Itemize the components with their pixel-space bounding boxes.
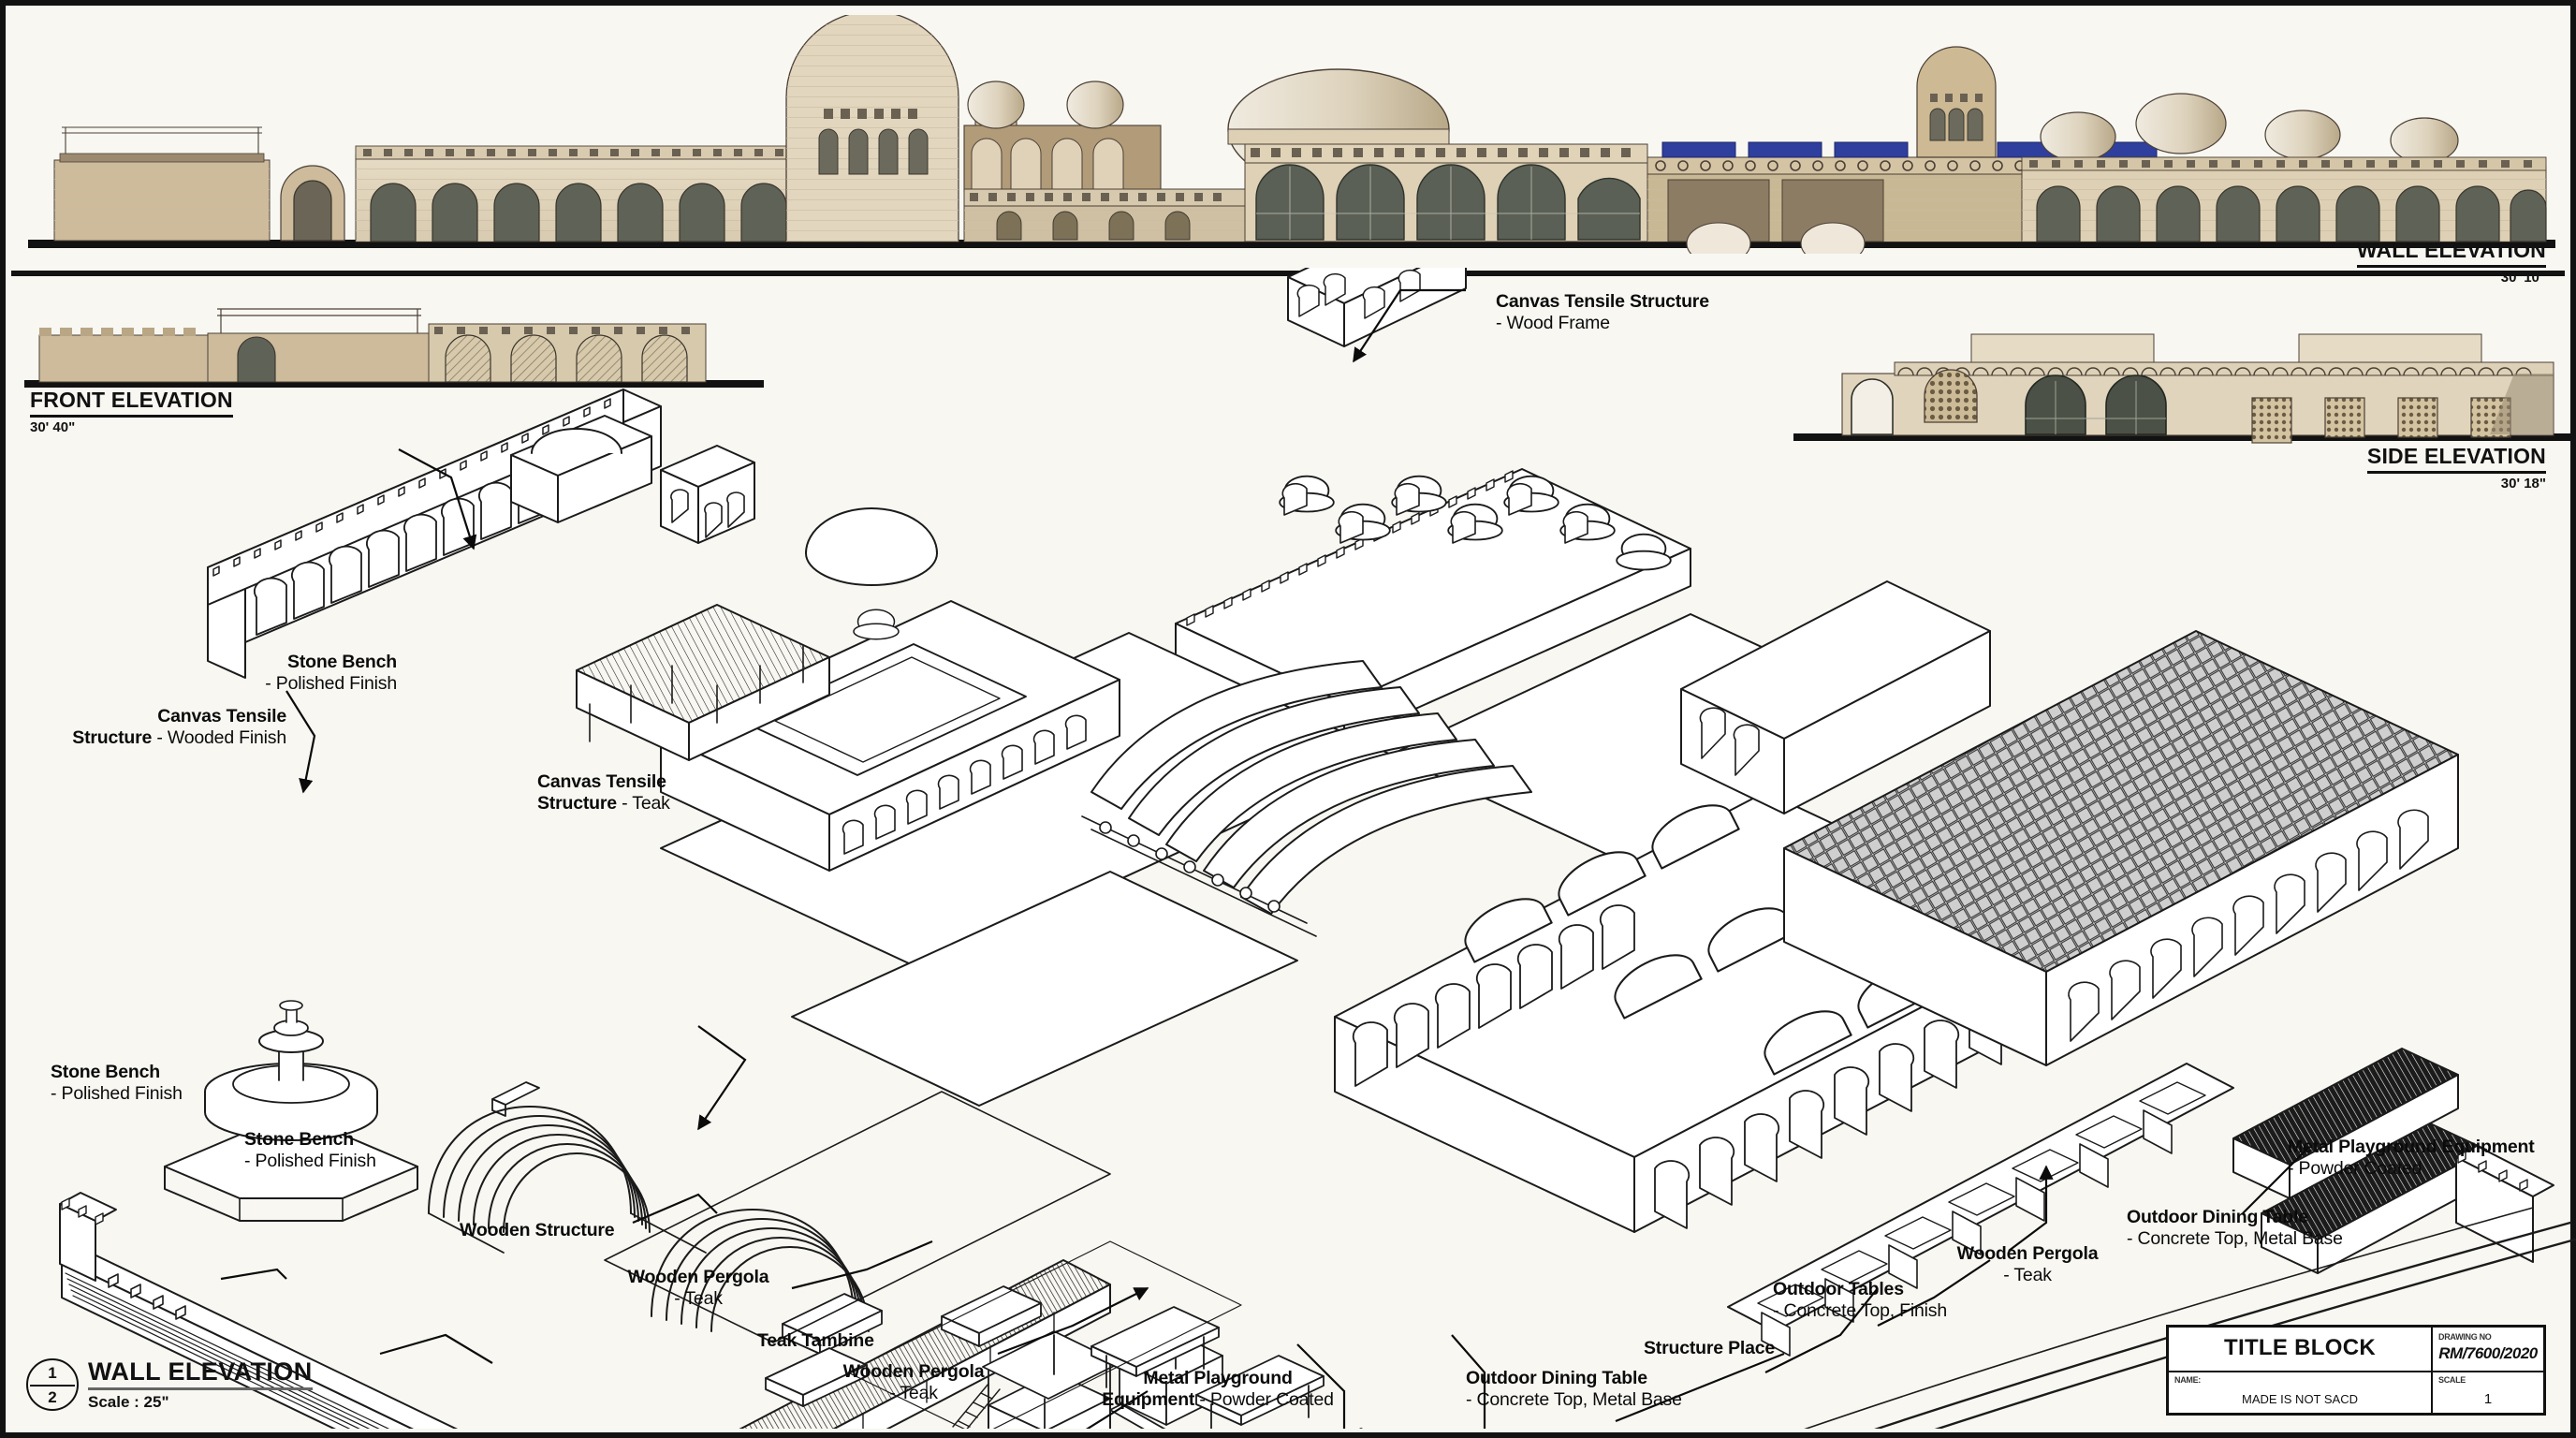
sheet-divider	[11, 271, 2565, 276]
iso-solar-roof-building	[1783, 630, 2459, 1066]
drawing-tag-title: WALL ELEVATION	[88, 1357, 313, 1390]
label-text-sub: - Concrete Top, Finish	[1773, 1300, 1947, 1321]
title-block-name-value: MADE IS NOT SACD	[2241, 1392, 2358, 1406]
label-canvas-tensile-teak: Canvas Tensile Structure - Teak	[537, 771, 670, 814]
label-outdoor-dining-table-right: Outdoor Dining Table - Concrete Top, Met…	[2127, 1207, 2343, 1250]
label-text-sub: - Polished Finish	[265, 673, 397, 694]
iso-right-connector	[1680, 580, 1991, 814]
drawing-tag-number-bottom: 2	[48, 1387, 57, 1406]
label-text-sub: - Teak	[616, 793, 670, 814]
label-text-sub: - Teak	[674, 1288, 723, 1309]
label-text-bold: Canvas Tensile	[157, 706, 286, 726]
title-block-scale-cell: SCALE 1	[2433, 1372, 2543, 1413]
label-wooden-pergola-left: Wooden Pergola - Teak	[605, 1267, 792, 1310]
label-text-bold2: Structure	[537, 793, 617, 814]
iso-tensile-arch-cluster-2	[651, 1209, 870, 1332]
drawing-tag-scale: Scale : 25"	[88, 1393, 169, 1411]
iso-left-tower	[510, 415, 938, 586]
side-elevation-dimension: 30' 18"	[2500, 476, 2546, 492]
drawing-tag-number-top: 1	[48, 1363, 57, 1382]
label-text-sub: - Polished Finish	[244, 1151, 376, 1171]
title-block: TITLE BLOCK DRAWING NO RM/7600/2020 NAME…	[2166, 1325, 2546, 1416]
iso-boundary-wall	[59, 1192, 459, 1429]
label-text-bold: Canvas Tensile	[537, 771, 666, 792]
front-elevation-title: FRONT ELEVATION 30' 40"	[30, 388, 233, 435]
label-text-sub: - Concrete Top, Metal Base	[1466, 1389, 1682, 1410]
label-text-bold: Outdoor Tables	[1773, 1279, 1904, 1299]
label-outdoor-tables: Outdoor Tables - Concrete Top, Finish	[1773, 1279, 1947, 1322]
title-block-drawing-no-caption: DRAWING NO	[2438, 1332, 2492, 1342]
title-block-title-cell: TITLE BLOCK	[2169, 1328, 2433, 1372]
label-text-sub: - Concrete Top, Metal Base	[2127, 1228, 2343, 1249]
label-text-sub: - Polished Finish	[51, 1083, 183, 1104]
wall-elevation-title-text: WALL ELEVATION	[2356, 238, 2546, 268]
front-elevation-dimension: 30' 40"	[30, 419, 76, 435]
title-block-title: TITLE BLOCK	[2224, 1335, 2376, 1361]
front-elevation-drawing	[24, 308, 764, 388]
title-block-scale-value: 1	[2483, 1391, 2493, 1407]
label-text-bold: Outdoor Dining Table	[1466, 1368, 1647, 1388]
front-elevation-title-text: FRONT ELEVATION	[30, 388, 233, 418]
label-structure-place: Structure Place	[1644, 1338, 1775, 1359]
iso-metal-playground-right	[2232, 1048, 2487, 1274]
label-text-bold: Stone Bench	[287, 652, 397, 672]
side-elevation-title: SIDE ELEVATION 30' 18"	[2366, 444, 2546, 492]
label-canvas-tensile-wooded: Canvas Tensile Structure - Wooded Finish	[6, 706, 286, 749]
label-text-sub: - Teak	[2003, 1265, 2052, 1285]
label-text-bold2: Equipment	[1102, 1389, 1195, 1410]
title-block-name-cell: NAME: MADE IS NOT SACD	[2169, 1372, 2433, 1413]
drawing-tag: 1 2 WALL ELEVATION Scale : 25"	[26, 1357, 313, 1412]
label-metal-playground-center: Metal Playground Equipment - Powder Coat…	[1063, 1368, 1372, 1411]
label-text-bold: Wooden Pergola	[1956, 1243, 2099, 1264]
title-block-scale-caption: SCALE	[2438, 1375, 2466, 1385]
label-wooden-pergola-lower: Wooden Pergola - Teak	[820, 1361, 1007, 1404]
iso-right-wall-end	[2455, 1145, 2554, 1263]
label-text-bold: Metal Playground	[1143, 1368, 1293, 1388]
label-text-sub: - Teak	[889, 1383, 938, 1403]
iso-central-block	[660, 600, 1120, 872]
label-metal-playground-right: Metal Playground Equipment - Powder Coat…	[2288, 1137, 2535, 1180]
title-block-name-caption: NAME:	[2174, 1375, 2201, 1385]
annotation-leaders	[220, 288, 2309, 1429]
label-stone-bench-upper: Stone Bench - Polished Finish	[6, 652, 397, 695]
label-canvas-tensile-wood-frame: Canvas Tensile Structure - Wood Frame	[1496, 291, 1709, 334]
side-elevation-drawing	[1793, 333, 2570, 444]
drawing-tag-circle: 1 2	[26, 1358, 79, 1411]
label-text-bold: Teak Tambine	[757, 1330, 874, 1351]
side-elevation-title-text: SIDE ELEVATION	[2366, 444, 2546, 474]
label-text-bold: Outdoor Dining Table	[2127, 1207, 2308, 1227]
label-text-bold2: Structure	[72, 727, 153, 748]
label-text-bold: Wooden Pergola	[627, 1267, 769, 1287]
label-outdoor-dining-table-center: Outdoor Dining Table - Concrete Top, Met…	[1466, 1368, 1682, 1411]
wall-elevation-drawing	[28, 15, 2555, 254]
label-stone-bench-lower: Stone Bench - Polished Finish	[244, 1129, 376, 1172]
label-text-bold: Wooden Pergola	[842, 1361, 985, 1382]
label-text-bold: Structure Place	[1644, 1338, 1776, 1358]
label-text-sub: - Wooded Finish	[152, 727, 286, 748]
label-text-bold: Stone Bench	[51, 1062, 160, 1082]
label-teak-tambine: Teak Tambine	[757, 1330, 874, 1352]
isometric-site-drawing	[59, 268, 2576, 1429]
iso-tensile-canopy-center	[1090, 660, 1532, 915]
label-text-bold: Stone Bench	[244, 1129, 354, 1150]
label-text-sub: - Powder Coated	[2288, 1158, 2422, 1179]
iso-covered-walkway	[576, 604, 830, 761]
label-text-bold: Wooden Structure	[460, 1220, 615, 1240]
label-stone-bench-left: Stone Bench - Polished Finish	[51, 1062, 183, 1105]
label-text-bold: Canvas Tensile Structure	[1496, 291, 1709, 312]
iso-left-arcade	[207, 389, 662, 679]
label-text-sub: - Wood Frame	[1496, 313, 1610, 333]
drawing-tag-divider	[30, 1385, 75, 1387]
drawing-tag-text: WALL ELEVATION Scale : 25"	[88, 1357, 313, 1412]
iso-tensile-arch-cluster-1	[428, 1106, 707, 1254]
label-wooden-pergola-right: Wooden Pergola - Teak	[1934, 1243, 2121, 1286]
iso-outdoor-tables	[765, 1285, 1364, 1429]
label-text-sub: - Powder Coated	[1194, 1389, 1334, 1410]
title-block-drawing-no-cell: DRAWING NO RM/7600/2020	[2433, 1328, 2543, 1372]
label-wooden-structure: Wooden Structure	[460, 1220, 615, 1241]
iso-fountain	[164, 1000, 418, 1222]
title-block-drawing-no: RM/7600/2020	[2438, 1344, 2538, 1362]
label-text-bold: Metal Playground Equipment	[2288, 1137, 2535, 1157]
